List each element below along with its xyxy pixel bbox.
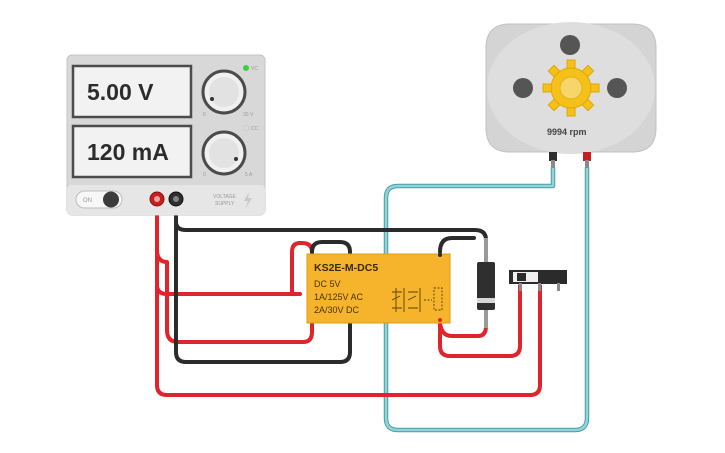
- current-display: [71, 124, 193, 179]
- voltage-display: [71, 64, 193, 119]
- slide-switch-knob[interactable]: [517, 273, 526, 281]
- cc-label: CC: [251, 126, 259, 132]
- relay-body: [306, 253, 451, 324]
- current-readout: 120 mA: [87, 139, 169, 165]
- motor-terminal-negative[interactable]: [549, 152, 557, 168]
- power-on-label: ON: [83, 198, 92, 204]
- supply-brand-line1: VOLTAGE: [213, 194, 237, 200]
- cv-label: VC: [251, 66, 258, 72]
- slide-switch-pin: [519, 283, 522, 291]
- relay-spec-line1: DC 5V: [314, 279, 341, 289]
- relay-part-name: KS2E-M-DC5: [314, 262, 378, 274]
- negative-terminal[interactable]: [168, 191, 184, 207]
- relay-spec-line2: 1A/125V AC: [314, 292, 364, 302]
- motor-mount-hole: [560, 35, 580, 55]
- power-supply[interactable]: 5.00 V 120 mA 0 30 V VC 0 5 A CC O: [66, 54, 266, 216]
- diode[interactable]: [477, 238, 495, 328]
- relay-pin[interactable]: [438, 318, 442, 322]
- slide-switch-pin: [538, 283, 541, 291]
- current-knob-min: 0: [203, 172, 206, 178]
- motor-mount-hole: [607, 78, 627, 98]
- positive-terminal[interactable]: [149, 191, 165, 207]
- motor-rpm-readout: 9994 rpm: [547, 127, 587, 137]
- voltage-knob-min: 0: [203, 112, 206, 118]
- motor-terminal-positive[interactable]: [583, 152, 591, 168]
- wire-black-group[interactable]: [174, 198, 488, 364]
- relay-spec-line3: 2A/30V DC: [314, 305, 360, 315]
- relay-schematic-icon: [391, 287, 443, 312]
- voltage-knob-max: 30 V: [243, 112, 254, 118]
- voltage-knob[interactable]: [201, 69, 247, 115]
- supply-brand-line2: SUPPLY: [215, 201, 235, 207]
- dc-motor[interactable]: 9994 rpm: [485, 22, 657, 168]
- relay-pin[interactable]: [438, 253, 442, 257]
- diode-cathode-band: [477, 298, 495, 303]
- cv-led-icon: [243, 65, 249, 71]
- relay[interactable]: KS2E-M-DC5 DC 5V 1A/125V AC 2A/30V DC: [306, 253, 451, 324]
- diode-lead-top: [484, 238, 488, 262]
- motor-mount-hole: [513, 78, 533, 98]
- voltage-readout: 5.00 V: [87, 79, 154, 105]
- power-toggle-switch[interactable]: ON: [75, 190, 123, 209]
- lightning-icon: [244, 192, 252, 209]
- diode-lead-bottom: [484, 310, 488, 328]
- cc-led-icon: [242, 124, 250, 132]
- slide-switch[interactable]: [509, 270, 567, 291]
- gear-icon: [542, 59, 600, 117]
- slide-switch-pin: [557, 283, 560, 291]
- current-knob[interactable]: [201, 130, 247, 176]
- wires: [155, 165, 590, 433]
- current-knob-max: 5 A: [245, 172, 253, 178]
